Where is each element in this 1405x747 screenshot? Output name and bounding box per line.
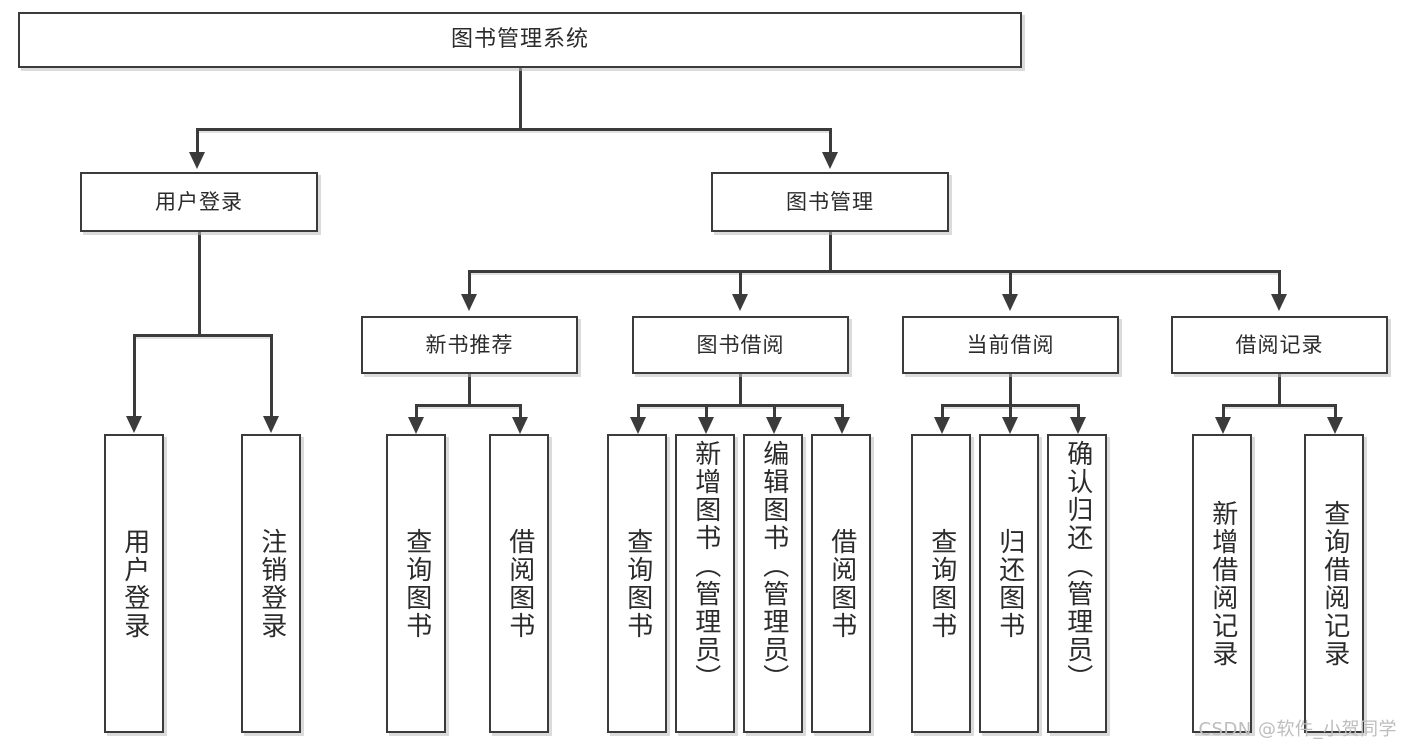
leaf-label: 用户登录 — [119, 527, 150, 640]
connector-new-book-leaf-2 — [519, 404, 522, 418]
arrowhead-root-to-user-login — [189, 152, 205, 169]
connector-book-borrow-leaf-4 — [841, 404, 844, 418]
leaf-search-books-current[interactable]: 查询图书 — [911, 434, 971, 733]
node-label: 当前借阅 — [966, 332, 1055, 357]
connector-book-borrow-leaf-1 — [637, 404, 640, 418]
node-label: 借阅记录 — [1235, 332, 1324, 357]
leaf-search-books-new-book[interactable]: 查询图书 — [386, 434, 446, 733]
arrowhead-book-borrow-leaf-4 — [834, 417, 850, 434]
leaf-logout[interactable]: 注销登录 — [241, 434, 301, 733]
connector-book-borrow-leaf-3 — [773, 404, 776, 418]
connector-current-borrow-leaf-2 — [1009, 404, 1012, 418]
leaf-label: 借阅图书 — [504, 527, 535, 640]
connector-book-borrow-leaf-2 — [705, 404, 708, 418]
arrowhead-current-borrow-leaf-2 — [1002, 417, 1018, 434]
arrowhead-book-borrow-leaf-3 — [766, 417, 782, 434]
connector-borrow-record-leaf-1 — [1222, 404, 1225, 418]
leaf-confirm-return-admin[interactable]: 确认归还（管理员） — [1047, 434, 1107, 733]
node-label: 新书推荐 — [425, 332, 514, 357]
node-label: 图书借阅 — [696, 332, 785, 357]
leaf-label: 注销登录 — [256, 527, 287, 640]
leaf-borrow-books-new-book[interactable]: 借阅图书 — [489, 434, 549, 733]
leaf-label: 编辑图书（管理员） — [758, 440, 789, 692]
leaf-add-book-admin[interactable]: 新增图书（管理员） — [675, 434, 735, 733]
node-current-borrow[interactable]: 当前借阅 — [902, 316, 1119, 374]
arrowhead-bm-to-current-borrow — [1002, 294, 1018, 311]
arrowhead-new-book-leaf-1 — [408, 417, 424, 434]
node-label: 图书管理 — [786, 189, 874, 214]
connector-new-book-stem — [468, 374, 471, 406]
leaf-add-borrow-record[interactable]: 新增借阅记录 — [1192, 434, 1252, 733]
leaf-label: 借阅图书 — [826, 527, 857, 640]
leaf-label: 确认归还（管理员） — [1062, 440, 1093, 692]
arrowhead-user-login-leaf-1 — [126, 416, 142, 433]
connector-bm-to-borrow-record — [1278, 270, 1281, 294]
connector-root-bus — [196, 128, 832, 131]
connector-bm-to-new-book — [468, 270, 471, 294]
connector-user-login-bus — [133, 334, 272, 337]
leaf-return-books[interactable]: 归还图书 — [979, 434, 1039, 733]
connector-new-book-leaf-1 — [415, 404, 418, 418]
arrowhead-current-borrow-leaf-3 — [1070, 417, 1086, 434]
connector-book-management-stem — [829, 232, 832, 272]
arrowhead-new-book-leaf-2 — [512, 417, 528, 434]
leaf-borrow-books[interactable]: 借阅图书 — [811, 434, 871, 733]
connector-book-borrow-bus — [637, 404, 843, 407]
node-root-book-management-system[interactable]: 图书管理系统 — [18, 12, 1022, 68]
leaf-label: 查询借阅记录 — [1319, 499, 1350, 668]
connector-current-borrow-stem — [1009, 374, 1012, 406]
leaf-query-borrow-record[interactable]: 查询借阅记录 — [1304, 434, 1364, 733]
connector-book-management-bus — [468, 270, 1280, 273]
leaf-edit-book-admin[interactable]: 编辑图书（管理员） — [743, 434, 803, 733]
node-user-login[interactable]: 用户登录 — [80, 172, 318, 232]
arrowhead-borrow-record-leaf-2 — [1327, 417, 1343, 434]
connector-root-stem — [519, 68, 522, 129]
node-label: 用户登录 — [155, 189, 243, 214]
connector-bm-to-book-borrow — [739, 270, 742, 294]
arrowhead-book-borrow-leaf-1 — [630, 417, 646, 434]
arrowhead-book-borrow-leaf-2 — [698, 417, 714, 434]
node-label: 图书管理系统 — [450, 27, 589, 53]
arrowhead-bm-to-borrow-record — [1271, 294, 1287, 311]
leaf-search-books-borrow[interactable]: 查询图书 — [607, 434, 667, 733]
connector-root-to-user-login — [196, 128, 199, 152]
node-borrow-record[interactable]: 借阅记录 — [1171, 316, 1388, 374]
connector-new-book-bus — [415, 404, 521, 407]
arrowhead-bm-to-new-book — [461, 294, 477, 311]
node-book-borrow[interactable]: 图书借阅 — [632, 316, 849, 374]
node-book-management[interactable]: 图书管理 — [711, 172, 949, 232]
arrowhead-user-login-leaf-2 — [263, 416, 279, 433]
connector-borrow-record-leaf-2 — [1334, 404, 1337, 418]
node-new-book-recommend[interactable]: 新书推荐 — [361, 316, 578, 374]
connector-user-login-stem — [198, 232, 201, 335]
connector-user-login-to-leaf-2 — [270, 334, 273, 416]
connector-bm-to-current-borrow — [1009, 270, 1012, 294]
connector-borrow-record-bus — [1222, 404, 1336, 407]
arrowhead-root-to-book-management — [822, 152, 838, 169]
leaf-user-login[interactable]: 用户登录 — [104, 434, 164, 733]
csdn-watermark: CSDN @软件_小贺同学 — [1198, 719, 1397, 740]
leaf-label: 归还图书 — [994, 527, 1025, 640]
connector-current-borrow-leaf-3 — [1077, 404, 1080, 418]
arrowhead-borrow-record-leaf-1 — [1215, 417, 1231, 434]
connector-book-borrow-stem — [739, 374, 742, 406]
connector-current-borrow-leaf-1 — [941, 404, 944, 418]
connector-borrow-record-stem — [1278, 374, 1281, 406]
leaf-label: 查询图书 — [622, 527, 653, 640]
leaf-label: 新增借阅记录 — [1207, 499, 1238, 668]
arrowhead-current-borrow-leaf-1 — [934, 417, 950, 434]
leaf-label: 新增图书（管理员） — [690, 440, 721, 692]
connector-user-login-to-leaf-1 — [133, 334, 136, 416]
leaf-label: 查询图书 — [401, 527, 432, 640]
arrowhead-bm-to-book-borrow — [732, 294, 748, 311]
connector-root-to-book-management — [829, 128, 832, 152]
leaf-label: 查询图书 — [926, 527, 957, 640]
